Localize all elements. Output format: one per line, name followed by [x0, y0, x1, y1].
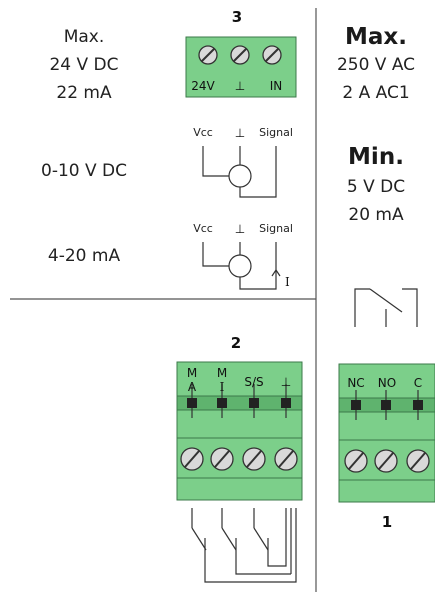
switch-wiring: [191, 508, 297, 583]
terminal-1-pin-nc: NC: [347, 376, 364, 390]
terminal-2-pin-2-bottom: I: [220, 380, 225, 394]
terminal-2-pin-1-top: M: [187, 366, 197, 380]
relay-max-current: 2 A AC1: [342, 83, 409, 103]
terminal-3-pin-24v: 24V: [191, 79, 215, 93]
current-arrow-icon: [271, 268, 281, 277]
relay-max-label: Max.: [345, 24, 407, 50]
terminal-1-pin-no: NO: [378, 376, 396, 390]
terminal-2-pin-1-bottom: A: [188, 380, 197, 394]
relay-min-current: 20 mA: [348, 205, 404, 225]
terminal-1-number: 1: [382, 513, 392, 531]
voltage-signal-label: 0-10 V DC: [41, 161, 127, 181]
terminal-3-pin-ground: ⊥: [235, 79, 245, 93]
terminal-1-pin-c: C: [414, 376, 422, 390]
signal-label: Signal: [259, 126, 293, 139]
relay-max-voltage: 250 V AC: [337, 55, 415, 75]
vcc-label: Vcc: [193, 222, 213, 235]
current-signal-label: 4-20 mA: [48, 246, 121, 266]
supply-voltage: 24 V DC: [49, 55, 118, 75]
signal-label: Signal: [259, 222, 293, 235]
supply-max-label: Max.: [64, 27, 105, 47]
terminal-2-pin-2-top: M: [217, 366, 227, 380]
terminal-2-pin-3: S/S: [244, 375, 263, 389]
supply-current: 22 mA: [56, 83, 112, 103]
terminal-1-block: [338, 363, 435, 503]
relay-min-label: Min.: [348, 144, 404, 170]
terminal-2-number: 2: [231, 334, 241, 352]
ground-label: ⊥: [235, 222, 245, 236]
current-arrow-label: I: [285, 275, 290, 289]
current-signal-wiring: Vcc ⊥ Signal I: [193, 222, 293, 290]
terminal-3-number: 3: [232, 8, 242, 26]
relay-min-voltage: 5 V DC: [347, 177, 405, 197]
terminal-3-pin-in: IN: [270, 79, 283, 93]
vcc-label: Vcc: [193, 126, 213, 139]
ground-label: ⊥: [235, 126, 245, 140]
terminal-2-block: [176, 361, 303, 501]
relay-contact-icon: [354, 288, 418, 327]
terminal-2-pin-4: ⊥: [281, 375, 291, 389]
terminal-3-block: [185, 36, 297, 98]
transmitter-icon: [228, 164, 252, 188]
transmitter-icon: [228, 254, 252, 278]
voltage-signal-wiring: Vcc ⊥ Signal: [193, 126, 293, 198]
